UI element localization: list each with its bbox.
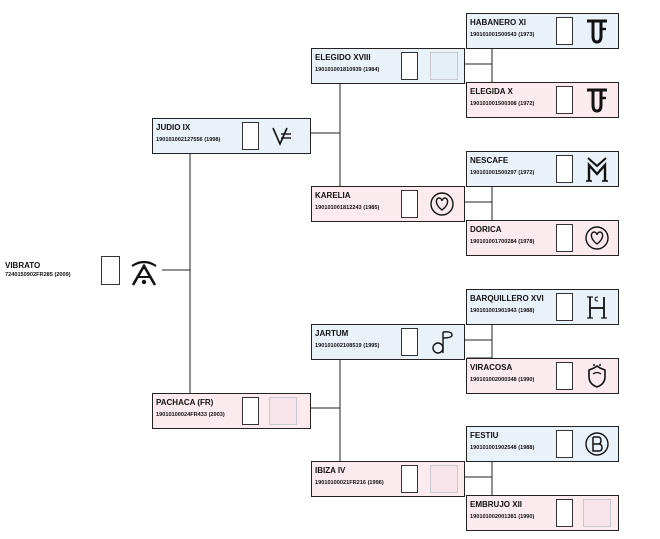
ggp-name: EMBRUJO XII [470, 500, 523, 509]
ggp-node-elegida[interactable]: ELEGIDA X 190101001500308 (1972) [466, 82, 619, 118]
dam-sire-name: JARTUM [315, 329, 349, 338]
ggp-registration: 190101002000348 (1990) [470, 377, 535, 383]
d-flag-brand-icon [428, 328, 456, 356]
a-with-arc-brand-icon [128, 258, 160, 288]
ggp-name: ELEGIDA X [470, 87, 513, 96]
ggp-photo-placeholder[interactable] [556, 224, 573, 252]
ggp-photo-placeholder[interactable] [556, 499, 573, 527]
root-registration: 7240150902FR285 (2009) [5, 272, 71, 278]
dam-dam-photo-placeholder[interactable] [401, 465, 418, 493]
ggp-name: VIRACOSA [470, 363, 513, 372]
dam-sire-registration: 190101002108519 (1995) [315, 343, 380, 349]
sire-dam-name: KARELIA [315, 191, 351, 200]
sire-sire-registration: 190101001810939 (1984) [315, 67, 380, 73]
ggp-node-viracosa[interactable]: VIRACOSA 190101002000348 (1990) [466, 358, 619, 394]
sire-name: JUDIO IX [156, 123, 191, 132]
empty-brand-placeholder [583, 499, 611, 527]
sire-dam-node[interactable]: KARELIA 190101001812243 (1985) [311, 186, 465, 222]
sire-photo-placeholder[interactable] [242, 122, 259, 150]
ggp-node-habanero[interactable]: HABANERO XI 190101001500543 (1973) [466, 13, 619, 49]
ggp-registration: 190101001902548 (1988) [470, 445, 535, 451]
dam-photo-placeholder[interactable] [242, 397, 259, 425]
dam-dam-name: IBIZA IV [315, 466, 346, 475]
ggp-photo-placeholder[interactable] [556, 155, 573, 183]
ggp-photo-placeholder[interactable] [556, 17, 573, 45]
ggp-registration: 190101001500308 (1972) [470, 101, 535, 107]
root-name: VIBRATO [5, 261, 41, 270]
ym-brand-icon [583, 155, 611, 183]
dam-dam-node[interactable]: IBIZA IV 19010100021FR216 (1996) [311, 461, 465, 497]
ggp-registration: 190101001700284 (1978) [470, 239, 535, 245]
dam-name: PACHACA (FR) [156, 398, 214, 407]
ggp-registration: 190101002001381 (1990) [470, 514, 535, 520]
ggp-node-nescafe[interactable]: NESCAFE 190101001500297 (1972) [466, 151, 619, 187]
dam-sire-photo-placeholder[interactable] [401, 328, 418, 356]
ggp-node-festiu[interactable]: FESTIU 190101001902548 (1988) [466, 426, 619, 462]
ggp-photo-placeholder[interactable] [556, 430, 573, 458]
shield-brand-icon [583, 362, 611, 390]
ggp-photo-placeholder[interactable] [556, 293, 573, 321]
dam-registration: 19010100024FR433 (2003) [156, 412, 225, 418]
v-with-bars-brand-icon [267, 122, 295, 150]
ggp-node-embrujo[interactable]: EMBRUJO XII 190101002001381 (1990) [466, 495, 619, 531]
dam-node[interactable]: PACHACA (FR) 19010100024FR433 (2003) [152, 393, 311, 429]
ggp-name: HABANERO XI [470, 18, 527, 27]
ggp-registration: 190101001500297 (1972) [470, 170, 535, 176]
empty-brand-placeholder [430, 465, 458, 493]
sire-dam-photo-placeholder[interactable] [401, 190, 418, 218]
dam-dam-registration: 19010100021FR216 (1996) [315, 480, 384, 486]
ggp-name: FESTIU [470, 431, 499, 440]
ggp-name: DORICA [470, 225, 502, 234]
sire-dam-registration: 190101001812243 (1985) [315, 205, 380, 211]
tf-brand-icon [583, 17, 611, 45]
heart-circle-brand-icon [428, 190, 456, 218]
sire-registration: 190101002127556 (1998) [156, 137, 221, 143]
sire-sire-node[interactable]: ELEGIDO XVIII 190101001810939 (1984) [311, 48, 465, 84]
ggp-node-barquillero[interactable]: BARQUILLERO XVI 190101001901943 (1988) [466, 289, 619, 325]
root-photo-placeholder[interactable] [101, 256, 120, 285]
empty-brand-placeholder [430, 52, 458, 80]
empty-brand-placeholder [269, 397, 297, 425]
tf-brand-icon [583, 86, 611, 114]
ggp-registration: 190101001500543 (1973) [470, 32, 535, 38]
b-circle-brand-icon [583, 430, 611, 458]
ggp-name: BARQUILLERO XVI [470, 294, 544, 303]
sire-sire-photo-placeholder[interactable] [401, 52, 418, 80]
h-brand-icon [583, 293, 611, 321]
heart-circle-brand-icon [583, 224, 611, 252]
sire-sire-name: ELEGIDO XVIII [315, 53, 371, 62]
ggp-node-dorica[interactable]: DORICA 190101001700284 (1978) [466, 220, 619, 256]
ggp-photo-placeholder[interactable] [556, 86, 573, 114]
dam-sire-node[interactable]: JARTUM 190101002108519 (1995) [311, 324, 465, 360]
sire-node[interactable]: JUDIO IX 190101002127556 (1998) [152, 118, 311, 154]
ggp-photo-placeholder[interactable] [556, 362, 573, 390]
ggp-registration: 190101001901943 (1988) [470, 308, 535, 314]
ggp-name: NESCAFE [470, 156, 509, 165]
